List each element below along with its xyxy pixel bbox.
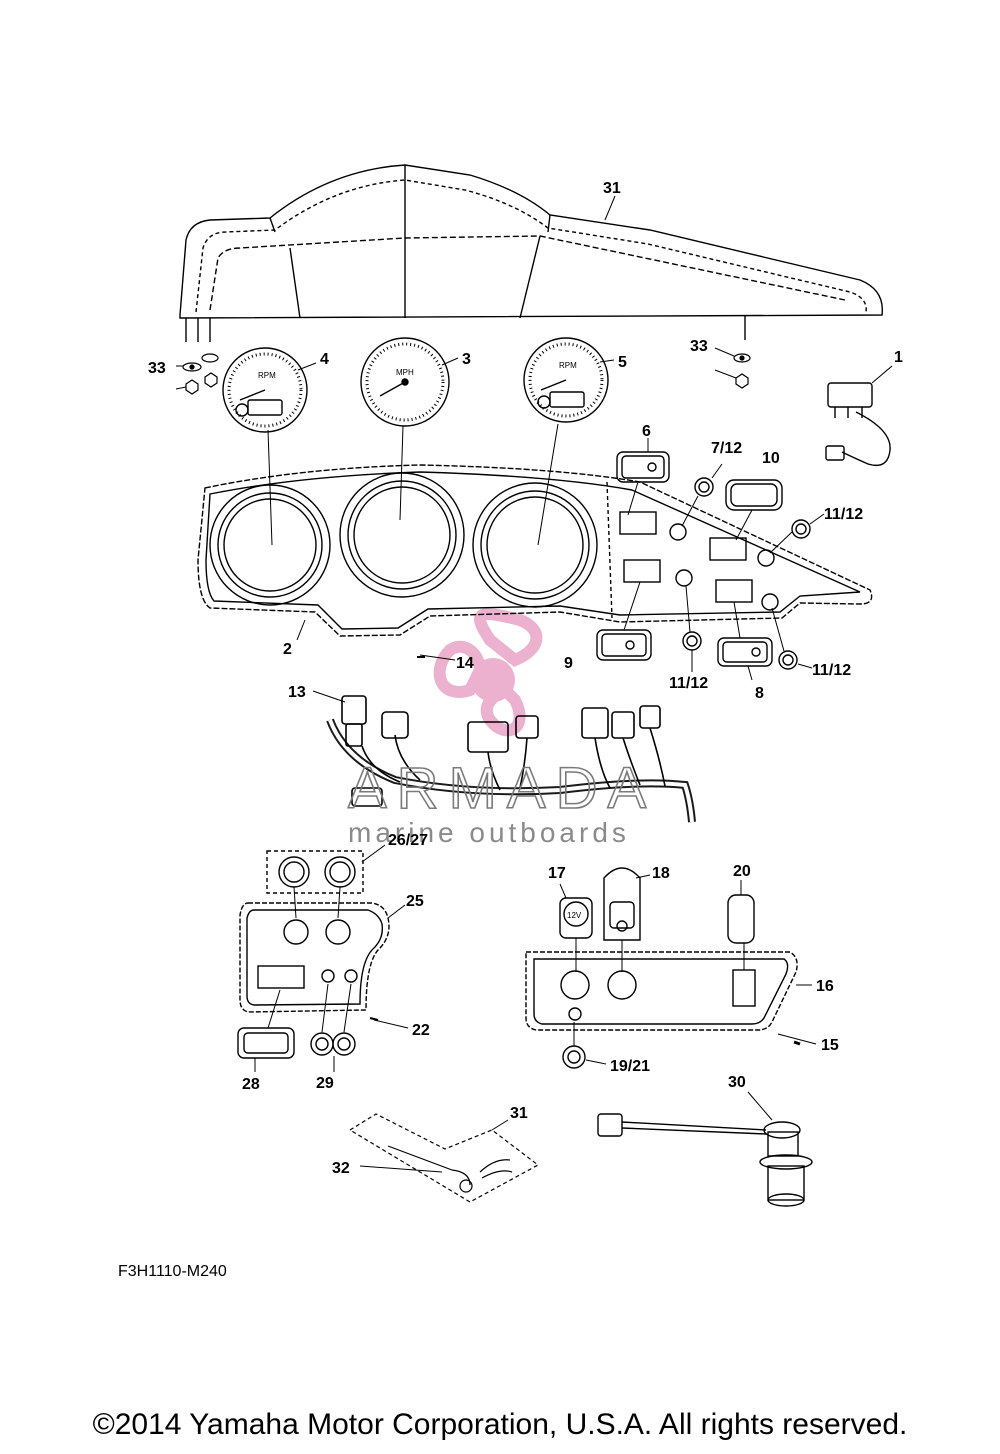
part-10-switch [725,479,783,511]
callout-32-right: 33 [690,338,708,355]
callout-1: 1 [894,349,903,366]
part-20-switch [727,894,755,944]
watermark-tagline: marine outboards [348,817,630,848]
callout-16: 16 [816,978,834,995]
part-29-30-kit [348,1113,540,1203]
callout-19-21: 19/21 [610,1058,650,1075]
callout-17: 17 [548,865,566,882]
part-28-sensor [597,1091,813,1207]
part-25-switch [237,1027,295,1059]
part-3-speedometer-gauge: MPH [360,337,459,427]
callout-28: 30 [728,1074,746,1091]
callout-9: 9 [564,655,573,672]
callout-6: 6 [642,423,651,440]
callout-11-12-c: 11/12 [812,662,851,679]
callout-30-slot: 32 [332,1160,350,1177]
callout-23: 25 [406,893,424,910]
part-1-module [825,365,893,467]
watermark-propeller-logo [433,608,543,737]
callout-20: 20 [733,863,751,880]
callout-2: 2 [283,641,292,658]
svg-text:12V: 12V [567,911,582,920]
callout-13: 13 [288,684,306,701]
part-18-usb-socket [603,867,641,941]
callout-5: 5 [618,354,627,371]
callout-3: 3 [462,351,471,368]
watermark-brand: ARMADA [348,756,656,821]
part-16-right-panel: 12V [525,867,817,1069]
callout-10: 10 [762,450,780,467]
callout-15: 15 [821,1037,839,1054]
callout-11-12-a: 11/12 [824,506,863,523]
part-13-wire-harness [312,690,696,823]
callout-22: 22 [412,1022,430,1039]
callout-8: 8 [755,685,764,702]
callout-26-27: 29 [316,1075,334,1092]
callout-24: 26/27 [388,832,428,849]
svg-text:MPH: MPH [396,368,414,377]
callout-11-12-b: 11/12 [669,675,708,692]
part-32-washer-33-nut [175,347,751,395]
part-8-switch [717,637,773,667]
part-4-tachometer-gauge: RPM [222,347,317,433]
callout-18: 18 [652,865,670,882]
callout-7-12: 7/12 [711,440,742,457]
callout-4: 4 [320,351,329,368]
copyright-notice: ©2014 Yamaha Motor Corporation, U.S.A. A… [92,1408,908,1441]
callout-32-left: 33 [148,360,166,377]
callout-31: 31 [603,180,621,197]
callout-labels: 31 1 4 3 5 33 33 6 7/12 10 11/12 2 14 9 … [148,180,903,1177]
callout-14: 14 [456,655,474,672]
callout-25: 28 [242,1076,260,1093]
diagram-code: F3H1110-M240 [118,1263,227,1280]
svg-text:RPM: RPM [258,371,276,380]
part-2-dash-panel [197,423,873,661]
svg-text:RPM: RPM [559,361,577,370]
part-23-left-panel [237,844,409,1072]
part-6-switch [616,451,670,483]
part-5-tachometer-gauge: RPM [523,337,615,423]
part-31-upper-cover [179,164,884,342]
callout-29: 31 [510,1105,528,1122]
rocker-switches-and-grommets [596,438,825,681]
